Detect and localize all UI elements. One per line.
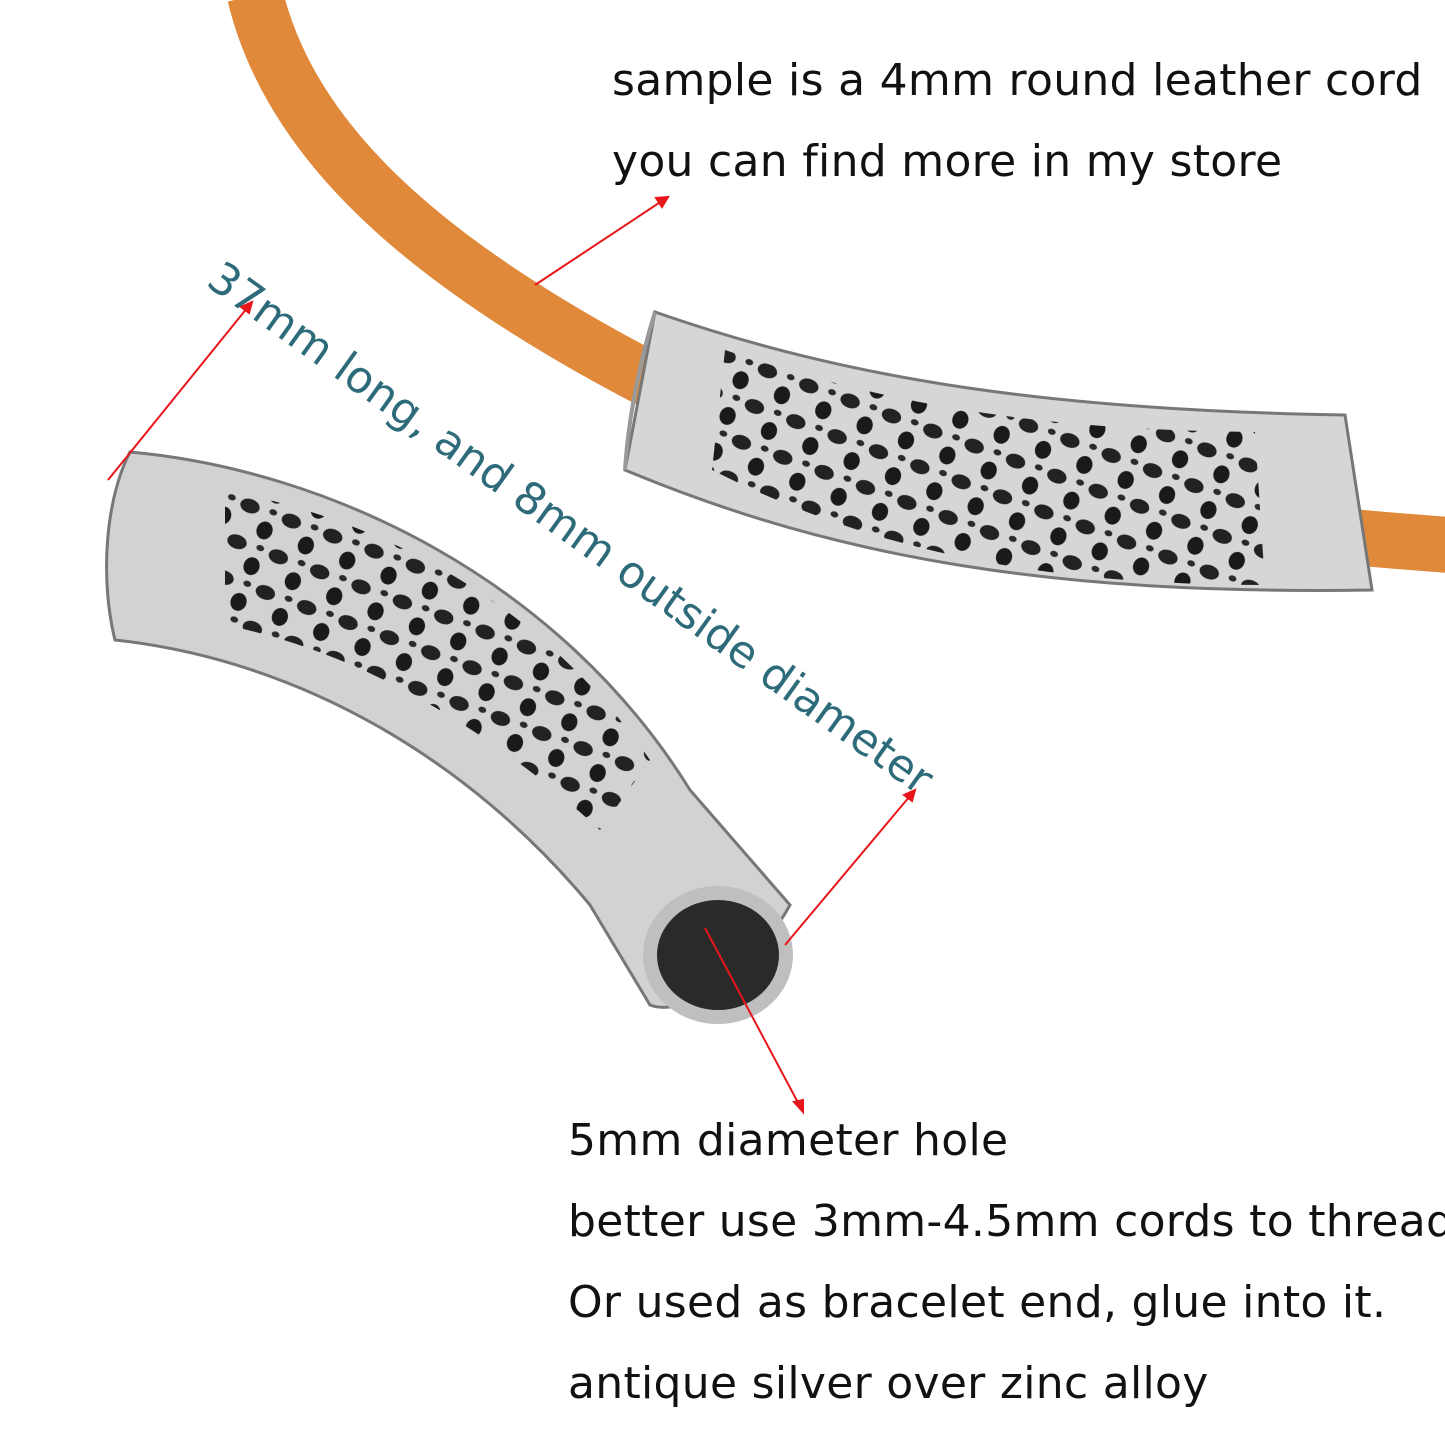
curved-tube <box>105 450 793 1024</box>
tube-opening <box>643 886 793 1024</box>
tube-on-cord <box>623 310 1374 592</box>
hole-note-line3: Or used as bracelet end, glue into it. <box>568 1277 1387 1328</box>
cord-note-line2: you can find more in my store <box>612 136 1283 187</box>
cord-note-line1: sample is a 4mm round leather cord <box>612 55 1423 106</box>
arrow-to-cord <box>534 195 670 286</box>
arrow-length-start <box>107 300 254 481</box>
arrow-hole <box>704 927 804 1115</box>
arrow-diameter <box>784 788 917 946</box>
hole-note-line2: better use 3mm-4.5mm cords to thread <box>568 1196 1445 1247</box>
hole-note-line4: antique silver over zinc alloy <box>568 1358 1209 1409</box>
hole-note-line1: 5mm diameter hole <box>568 1115 1009 1166</box>
